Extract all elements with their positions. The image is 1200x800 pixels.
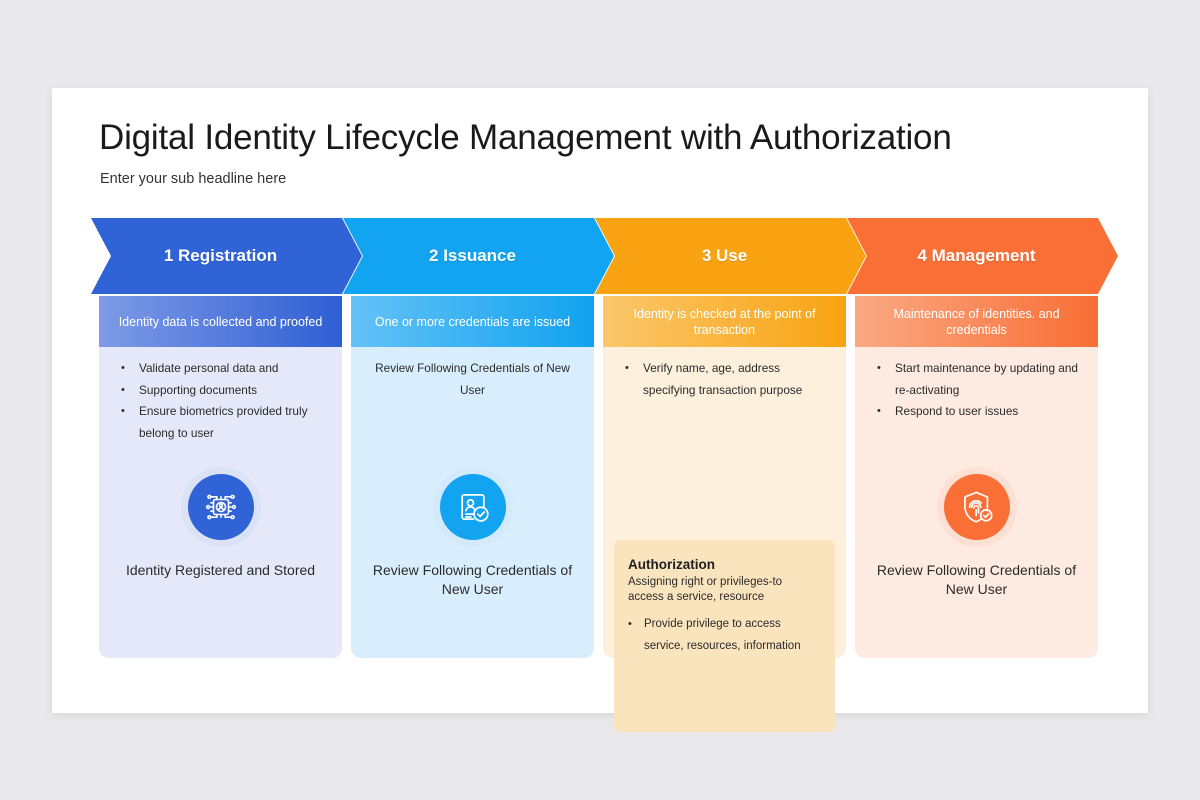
list-item: • Supporting documents [121, 380, 326, 402]
bullet-dot-icon: • [877, 362, 881, 374]
page-title: Digital Identity Lifecycle Management wi… [99, 118, 952, 157]
step-icon-halo-2 [432, 467, 513, 547]
list-item: • Verify name, age, address specifying tr… [625, 358, 830, 401]
bullet-text: Verify name, age, address specifying tra… [643, 361, 803, 397]
bullet-text: Respond to user issues [895, 404, 1019, 418]
bullet-dot-icon: • [625, 362, 629, 374]
step-icon-halo-4 [936, 467, 1017, 547]
bullet-text: Provide privilege to access service, res… [644, 618, 801, 652]
authorization-title: Authorization [628, 557, 715, 572]
step-subtitle-2: One or more credentials are issued [351, 296, 594, 347]
list-item: • Ensure biometrics provided truly belong… [121, 401, 326, 444]
bullet-text: Supporting documents [139, 382, 258, 397]
step-caption-4: Review Following Credentials of New User [876, 562, 1077, 597]
step-bullet-list-1: • Validate personal data and • Supporting d… [99, 358, 342, 444]
bullet-dot-icon: • [121, 405, 125, 417]
step-subtitle-3: Identity is checked at the point of tran… [603, 296, 846, 347]
list-item: • Validate personal data and [121, 358, 326, 380]
step-caption-1: Identity Registered and Stored [125, 562, 316, 578]
bullet-dot-icon: • [121, 362, 125, 374]
step-chevron-1[interactable]: 1 Registration [91, 218, 366, 294]
bullet-dot-icon: • [877, 405, 881, 417]
step-chevron-4[interactable]: 4 Management [847, 218, 1122, 294]
slide-card: Digital Identity Lifecycle Management wi… [52, 88, 1148, 732]
step-description-2: Review Following Credentials of New User [375, 361, 570, 397]
step-chevron-2[interactable]: 2 Issuance [343, 218, 618, 294]
list-item: • Provide privilege to access service, re… [628, 614, 821, 657]
step-chevron-3[interactable]: 3 Use [595, 218, 870, 294]
authorization-description: Assigning right or privileges-to access … [628, 576, 783, 603]
list-item: • Start maintenance by updating and re-ac… [877, 358, 1082, 401]
step-bullet-list-3: • Verify name, age, address specifying tr… [603, 358, 846, 401]
bullet-text: Validate personal data and [139, 361, 279, 375]
step-subtitle-1: Identity data is collected and proofed [99, 296, 342, 347]
step-bullet-list-4: • Start maintenance by updating and re-ac… [855, 358, 1098, 423]
bullet-dot-icon: • [121, 383, 125, 396]
list-item: • Respond to user issues [877, 401, 1082, 423]
bullet-text: Ensure biometrics provided truly belong … [139, 404, 308, 440]
identity-chip-icon [187, 474, 254, 540]
bullet-text: Start maintenance by updating and re-act… [895, 361, 1078, 397]
id-card-check-icon [439, 474, 506, 540]
step-caption-2: Review Following Credentials of New User [372, 562, 573, 597]
step-icon-halo-1 [180, 467, 261, 547]
step-subtitle-4: Maintenance of identities. and credentia… [855, 296, 1098, 347]
bullet-dot-icon: • [628, 618, 632, 630]
page-subtitle: Enter your sub headline here [100, 171, 287, 187]
shield-fingerprint-check-icon [943, 474, 1010, 540]
